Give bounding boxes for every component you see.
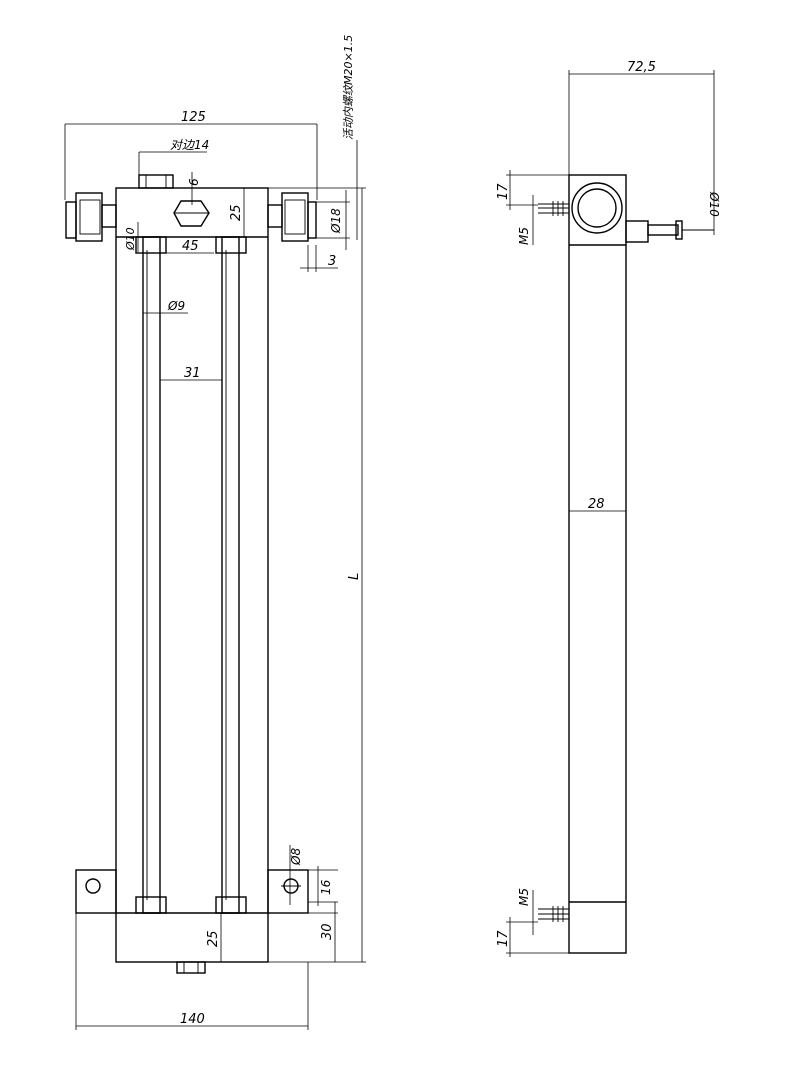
mount-tab-right xyxy=(267,869,309,914)
left-fitting-stem xyxy=(65,201,77,239)
side-port-inner xyxy=(577,188,617,228)
dim-d18-label: Ø18 xyxy=(329,208,343,234)
bottom-plug xyxy=(176,961,206,974)
dim-140-label: 140 xyxy=(180,1012,205,1027)
dim-d10-label: Ø10 xyxy=(124,227,137,251)
front-view: 125 对边14 6 25 Ø18 3 活动内螺纹M20×1.5 Ø10 45 … xyxy=(64,35,366,1030)
side-body-outline xyxy=(568,174,627,954)
dim-125-label: 125 xyxy=(181,110,206,125)
nut-bottom-right xyxy=(215,896,247,914)
top-plug xyxy=(138,174,174,189)
dim-16-label: 16 xyxy=(319,879,333,895)
side-view: 72,5 17 M5 Ø10 28 M5 17 xyxy=(496,60,721,957)
right-fitting-collar xyxy=(307,201,317,239)
dim-30-label: 30 xyxy=(320,923,335,940)
dim-17-bottom-label: 17 xyxy=(496,930,511,947)
dim-d10-side-label: Ø10 xyxy=(707,191,721,217)
dim-28-label: 28 xyxy=(588,497,605,512)
dim-25-bottom-label: 25 xyxy=(206,930,221,947)
dim-d9-label: Ø9 xyxy=(167,299,185,313)
nut-top-right xyxy=(215,236,247,254)
mount-hole-left xyxy=(85,878,101,894)
dim-17-top-label: 17 xyxy=(496,183,511,200)
dim-hex-label: 对边14 xyxy=(170,138,209,152)
side-valve-knob xyxy=(675,220,683,240)
side-valve-body xyxy=(625,220,649,243)
dim-31-label: 31 xyxy=(184,366,201,381)
nut-bottom-left xyxy=(135,896,167,914)
dim-M5-bottom-label: M5 xyxy=(517,888,531,906)
dim-thread-label: 活动内螺纹M20×1.5 xyxy=(342,35,355,140)
dim-M5-top-label: M5 xyxy=(517,227,531,245)
body-outline xyxy=(115,187,269,963)
nut-top-left xyxy=(135,236,167,254)
tube-right xyxy=(221,236,240,914)
hex-plug xyxy=(173,200,210,227)
mount-tab-left xyxy=(75,869,117,914)
side-port-outer xyxy=(571,182,623,234)
dim-3-label: 3 xyxy=(328,254,336,269)
dim-d8-label: Ø8 xyxy=(289,848,303,866)
tube-left xyxy=(142,236,161,914)
dim-6-label: 6 xyxy=(187,178,201,186)
dim-25-top-label: 25 xyxy=(229,204,244,221)
dim-72-5-label: 72,5 xyxy=(627,60,656,75)
dim-45-label: 45 xyxy=(182,239,199,254)
side-valve-stem xyxy=(647,224,679,236)
dim-L-label: L xyxy=(347,573,362,580)
